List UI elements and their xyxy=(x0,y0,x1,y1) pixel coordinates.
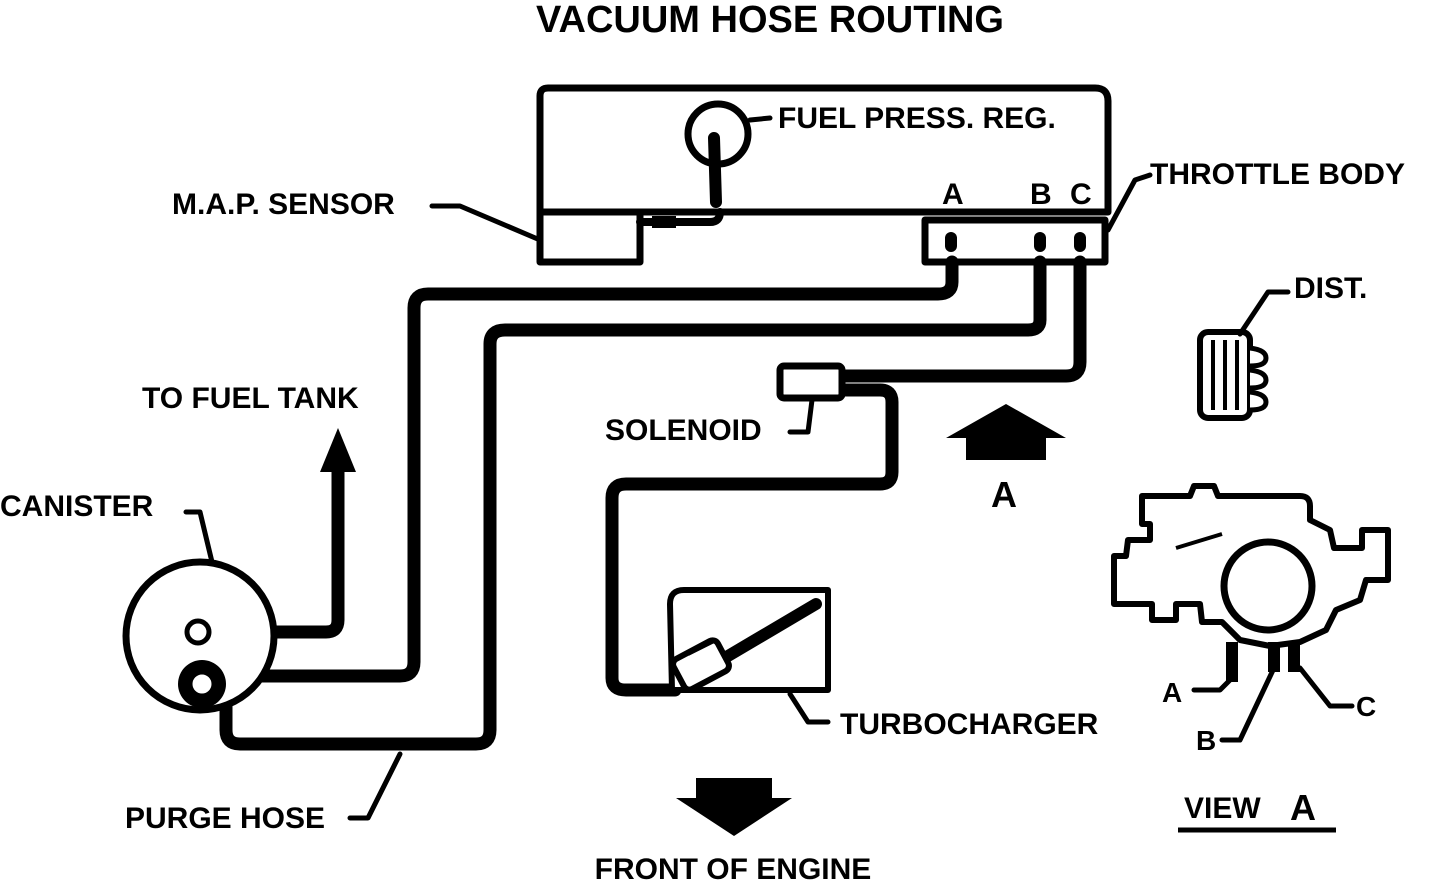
canister-leader xyxy=(183,509,215,565)
fuel-press-reg-leader xyxy=(747,115,773,123)
hose-to-fuel-tank xyxy=(207,463,345,639)
solenoid-leader xyxy=(787,397,815,435)
dist-label: DIST. xyxy=(1294,272,1367,305)
intake-plenum xyxy=(536,84,1112,216)
to-fuel-tank-label: TO FUEL TANK xyxy=(142,382,359,415)
front-of-engine-label: FRONT OF ENGINE xyxy=(595,853,872,882)
hose-solenoid-turbo xyxy=(605,383,899,697)
turbocharger-label: TURBOCHARGER xyxy=(840,708,1099,741)
port-b-label: B xyxy=(1030,178,1052,211)
throttle-body-view-a xyxy=(1111,483,1391,682)
fuel-press-reg-label: FUEL PRESS. REG. xyxy=(778,102,1056,135)
turbocharger xyxy=(667,587,831,693)
throttle-body-leader xyxy=(1105,172,1153,233)
fuel-pressure-regulator xyxy=(684,100,752,208)
solenoid-label: SOLENOID xyxy=(605,414,762,447)
front-of-engine-arrow-icon xyxy=(676,778,792,836)
view-a-up-arrow-icon xyxy=(946,404,1066,460)
turbocharger-leader xyxy=(787,691,831,725)
dist-leader xyxy=(1237,289,1291,337)
view-port-c-leader xyxy=(1297,665,1355,709)
view-port-a-label: A xyxy=(1162,677,1182,708)
view-port-b-leader xyxy=(1219,665,1277,743)
distributor xyxy=(1197,329,1269,421)
port-c-label: C xyxy=(1070,178,1092,211)
throttle-body-label: THROTTLE BODY xyxy=(1150,158,1405,191)
throttle-body-ports xyxy=(921,216,1109,266)
diagram-title: VACUUM HOSE ROUTING xyxy=(536,0,1004,41)
view-port-c-label: C xyxy=(1356,691,1376,722)
view-a-letter: A xyxy=(1290,787,1316,828)
map-sensor-leader xyxy=(429,203,543,243)
port-a-label: A xyxy=(942,178,964,211)
view-port-a-leader xyxy=(1191,677,1233,693)
canister-label: CANISTER xyxy=(0,490,154,523)
view-port-b-label: B xyxy=(1196,725,1216,756)
hose-port-b xyxy=(219,255,1047,751)
vacuum-hoses xyxy=(207,255,1087,751)
purge-hose-label: PURGE HOSE xyxy=(125,802,325,835)
purge-hose-leader xyxy=(347,751,403,821)
hose-port-c xyxy=(833,255,1087,383)
canister xyxy=(122,558,278,714)
map-sensor-label: M.A.P. SENSOR xyxy=(172,188,395,221)
view-arrow-letter: A xyxy=(991,474,1017,515)
hose-port-a xyxy=(223,255,959,683)
view-a-word: VIEW xyxy=(1184,792,1261,825)
solenoid xyxy=(776,362,846,402)
fuel-tank-arrow-icon xyxy=(320,428,356,472)
map-sensor xyxy=(536,208,724,266)
